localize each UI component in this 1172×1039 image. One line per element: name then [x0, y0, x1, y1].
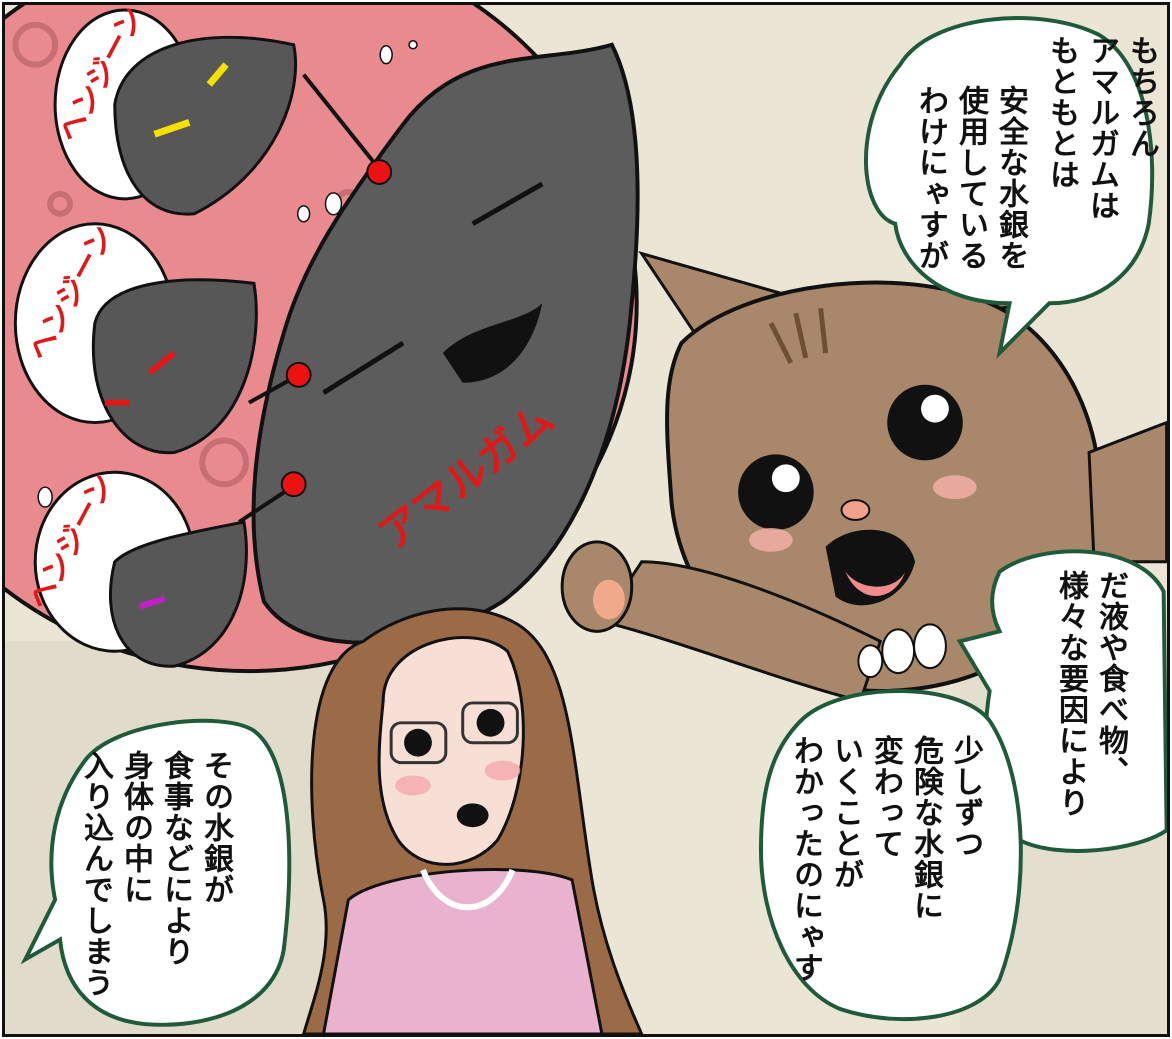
- dialogue-bottom-left: その水銀が 食事などにより 身体の中に 入り込んでしまう: [78, 750, 233, 998]
- speech-bubbles: [20, 16, 1167, 1027]
- panel-artwork: アマルガム ヘンジーン ヘンジーン ヘンジーン: [5, 5, 1167, 1034]
- small-creature-3: [33, 470, 307, 668]
- dream-bubble: [5, 5, 640, 673]
- speech-bubble-bottom-left: [20, 718, 292, 1027]
- amalgam-creature: [251, 42, 640, 645]
- small-creature-2: [13, 222, 312, 455]
- dialogue-top-right-a: もちろん アマルガムは もともとは: [1044, 35, 1159, 221]
- woman: [302, 607, 644, 1034]
- speech-bubble-bottom-center-right: [758, 689, 1023, 1022]
- speech-bubble-top-right: [864, 16, 1155, 360]
- dialogue-mid-right: だ液や食べ物、 様々な要因により: [1053, 570, 1128, 818]
- tooth-characters: [857, 623, 947, 679]
- small-creature-1: [53, 8, 393, 216]
- dialogue-top-right-b: 安全な水銀を 使用している わけにゃすが: [913, 85, 1028, 271]
- dialogue-bottom-center-right: 少しずつ 危険な水銀に 変わって いくことが わかったのにゃす: [788, 735, 983, 983]
